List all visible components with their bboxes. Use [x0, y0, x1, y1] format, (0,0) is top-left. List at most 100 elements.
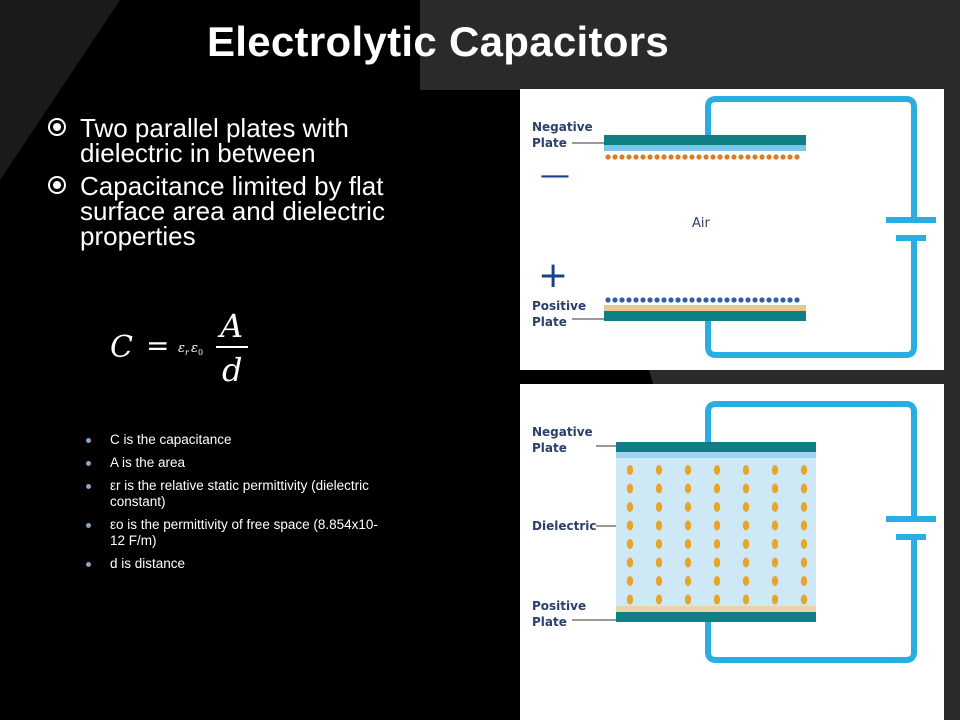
positive-plate-label: Plate: [532, 615, 567, 629]
dipole-icon: [655, 576, 663, 586]
dipole-icon: [713, 502, 721, 512]
charge-dot: [633, 297, 639, 303]
charge-dot: [773, 154, 779, 160]
dipole-icon: [626, 502, 634, 512]
charge-dot: [794, 154, 800, 160]
battery-long-plate: [886, 516, 936, 522]
dot-bullet-icon: [86, 438, 91, 443]
dipole-icon: [742, 520, 750, 531]
charge-dot: [766, 297, 772, 303]
dipole-icon: [713, 539, 721, 549]
bullet-text: Two parallel plates with dielectric in b…: [80, 113, 349, 168]
negative-plate-label: Plate: [532, 136, 567, 150]
formula-c: C: [110, 330, 133, 365]
formula-numerator: A: [217, 307, 243, 345]
charge-dot: [696, 297, 702, 303]
dipole-icon: [655, 594, 663, 605]
charge-dot: [654, 297, 660, 303]
battery-short-plate: [896, 534, 926, 540]
dipole-icon: [655, 465, 663, 475]
dipole-icon: [713, 557, 721, 568]
dipole-icon: [684, 502, 692, 512]
dipole-icon: [771, 594, 779, 605]
dipole-icon: [800, 465, 808, 475]
dipole-icon: [655, 483, 663, 494]
bullet-item: Two parallel plates with dielectric in b…: [48, 113, 428, 168]
dipole-icon: [771, 502, 779, 512]
charge-dot: [703, 297, 709, 303]
dipole-icon: [742, 576, 750, 586]
dipole-icon: [742, 594, 750, 605]
dot-bullet-icon: [86, 523, 91, 528]
definition-item: εo is the permittivity of free space (8.…: [86, 517, 386, 549]
air-capacitor-diagram: Negative Plate — Air + Positive Plate: [520, 89, 944, 370]
charge-dot: [668, 154, 674, 160]
formula-denominator: d: [222, 351, 242, 389]
positive-plate-label: Plate: [532, 315, 567, 329]
definition-list: C is the capacitance A is the area εr is…: [86, 432, 386, 579]
dipole-icon: [684, 594, 692, 605]
dipole-icon: [626, 576, 634, 586]
charge-dot: [731, 297, 737, 303]
bullet-text: Capacitance limited by flat surface area…: [80, 171, 385, 251]
charge-dot: [731, 154, 737, 160]
positive-plate: [604, 311, 806, 321]
dipole-icon: [800, 576, 808, 586]
charge-dot: [696, 154, 702, 160]
dipole-icon: [655, 520, 663, 531]
dipole-icon: [713, 483, 721, 494]
charge-dot: [647, 154, 653, 160]
charge-dot: [717, 297, 723, 303]
definition-text: A is the area: [110, 455, 186, 470]
charge-dot: [780, 154, 786, 160]
dipole-icon: [800, 539, 808, 549]
dipole-icon: [626, 539, 634, 549]
dipole-icon: [800, 483, 808, 494]
dipole-icon: [655, 539, 663, 549]
formula-eps-0: ε: [191, 341, 198, 356]
dipole-icon: [742, 557, 750, 568]
dipole-icon: [626, 520, 634, 531]
charge-dot: [619, 297, 625, 303]
charge-dot: [752, 297, 758, 303]
definition-item: C is the capacitance: [86, 432, 386, 448]
air-label: Air: [692, 216, 711, 231]
dipole-icon: [771, 539, 779, 549]
dipole-icon: [742, 502, 750, 512]
charge-dot: [661, 297, 667, 303]
dipole-icon: [771, 483, 779, 494]
charge-dot: [626, 297, 632, 303]
dipole-icon: [771, 576, 779, 586]
charge-dot: [724, 297, 730, 303]
formula-equals: =: [146, 329, 169, 362]
negative-plate: [616, 442, 816, 452]
dipole-icon: [771, 557, 779, 568]
dot-bullet-icon: [86, 461, 91, 466]
definition-item: A is the area: [86, 455, 386, 471]
circle-bullet-icon: [48, 176, 66, 194]
main-bullet-list: Two parallel plates with dielectric in b…: [48, 113, 428, 257]
circle-bullet-icon: [48, 118, 66, 136]
dipole-icon: [771, 520, 779, 531]
dipole-icon: [684, 465, 692, 475]
charge-dot: [724, 154, 730, 160]
charge-dot: [654, 154, 660, 160]
negative-plate: [604, 135, 806, 145]
positive-plate: [616, 612, 816, 622]
plus-sign: +: [538, 255, 568, 296]
dipole-icon: [713, 520, 721, 531]
definition-text: εr is the relative static permittivity (…: [110, 478, 369, 509]
charge-dot: [710, 297, 716, 303]
charge-dot: [745, 297, 751, 303]
dipole-icon: [742, 483, 750, 494]
wire: [705, 96, 917, 217]
charge-dot: [626, 154, 632, 160]
definition-text: C is the capacitance: [110, 432, 232, 447]
dipole-icon: [742, 465, 750, 475]
charge-dot: [605, 154, 611, 160]
negative-plate-label: Negative: [532, 425, 593, 439]
charge-dot: [661, 154, 667, 160]
dipole-icon: [684, 483, 692, 494]
dot-bullet-icon: [86, 484, 91, 489]
charge-dot: [689, 154, 695, 160]
